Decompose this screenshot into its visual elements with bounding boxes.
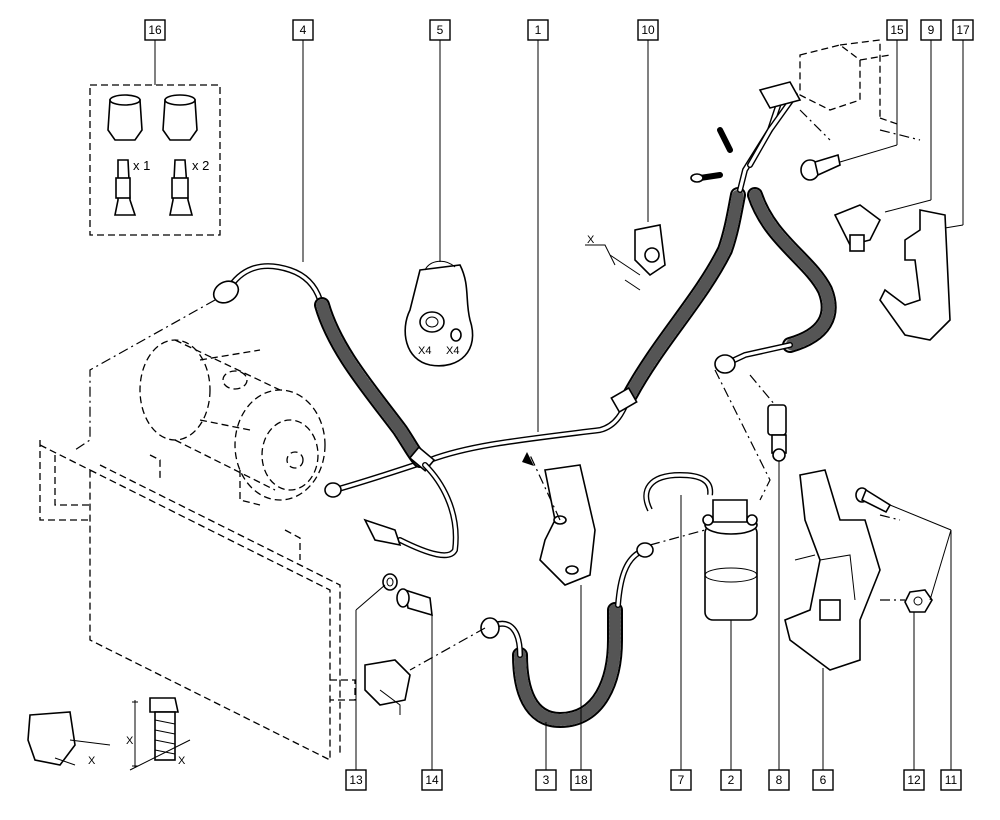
svg-text:4: 4 [300,23,307,37]
seal-qty-label-a: X4 [418,345,431,357]
bracket-17 [879,209,951,341]
callout-11: 11 [940,769,962,791]
callout-1: 1 [527,19,549,41]
svg-text:11: 11 [945,773,958,787]
callout-16: 16 [144,19,166,41]
callout-10: 10 [637,19,659,41]
washer-13 [382,573,398,591]
svg-text:1: 1 [535,23,542,37]
pressure-switch [767,404,787,462]
seal-qty-label-b: X4 [446,345,459,357]
dimension-x-clip-label: X [587,234,595,246]
dimension-detail [27,697,191,771]
svg-text:9: 9 [928,23,935,37]
svg-text:5: 5 [437,23,444,37]
callout-6: 6 [812,769,834,791]
svg-text:15: 15 [890,23,904,37]
direction-arrow [522,452,534,466]
svg-text:10: 10 [641,23,655,37]
svg-text:7: 7 [678,773,685,787]
bracket-6 [784,469,881,671]
pipe-4 [212,263,459,559]
condenser-fitting-detail [364,659,411,715]
callout-13: 13 [345,769,367,791]
callout-12: 12 [903,769,925,791]
dimension-x-label-1: X [88,755,96,767]
callout-14: 14 [421,769,443,791]
svg-text:8: 8 [776,773,783,787]
svg-text:16: 16 [148,23,162,37]
nut-12 [904,589,933,613]
clip-7 [643,471,714,512]
svg-text:14: 14 [425,773,439,787]
pipe-1 [324,97,783,498]
bracket-18 [539,464,596,586]
compressor [139,339,326,506]
valve-9 [833,204,882,252]
callout-9: 9 [920,19,942,41]
screw-15 [800,153,841,181]
dimension-x-label-2: X [126,735,134,747]
dimension-x-label-3: X [178,755,186,767]
svg-text:13: 13 [349,773,363,787]
valve-cap-kit [89,84,221,236]
callout-15: 15 [886,19,908,41]
condenser [39,440,356,762]
seal-kit-bag [404,260,474,367]
callout-17: 17 [952,19,974,41]
hose-upper-right [690,81,837,374]
svg-text:12: 12 [907,773,921,787]
svg-text:18: 18 [574,773,588,787]
quantity-x1-label: x 1 [133,158,150,173]
callout-18: 18 [570,769,592,791]
callout-5: 5 [429,19,451,41]
leader-lines [74,40,964,770]
clip-10 [585,224,666,291]
callout-8: 8 [768,769,790,791]
quantity-x2-label: x 2 [192,158,209,173]
expansion-valve [799,39,901,126]
dehydrator-bottle [702,499,758,621]
bolt-11 [855,487,892,514]
svg-text:3: 3 [543,773,550,787]
svg-text:2: 2 [728,773,735,787]
svg-text:6: 6 [820,773,827,787]
svg-text:17: 17 [956,23,970,37]
callout-4: 4 [292,19,314,41]
callout-2: 2 [720,769,742,791]
bolt-14 [396,588,433,617]
callout-7: 7 [670,769,692,791]
callout-3: 3 [535,769,557,791]
hose-3 [480,542,654,729]
